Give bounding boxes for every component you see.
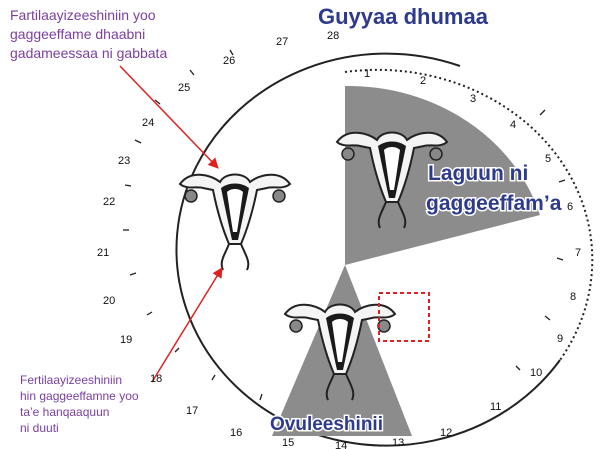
no-fertilization-label-line: Fertilaayizeeshiniin bbox=[20, 373, 122, 387]
day-number: 9 bbox=[557, 333, 563, 345]
day-number: 20 bbox=[103, 295, 115, 307]
diagram-title: Guyyaa dhumaa bbox=[318, 4, 489, 29]
bottom-left-arrow bbox=[152, 268, 222, 382]
day-number: 27 bbox=[276, 36, 288, 48]
no-fertilization-label-line: hin gaggeeffamne yoo bbox=[20, 389, 139, 403]
day-number: 8 bbox=[570, 291, 576, 303]
day-number: 17 bbox=[186, 405, 198, 417]
day-number: 11 bbox=[490, 401, 501, 413]
menstruation-label-line: Laguun ni bbox=[428, 162, 528, 185]
no-fertilization-label-line: ni duuti bbox=[20, 421, 59, 435]
day-number: 15 bbox=[282, 437, 294, 449]
day-number: 16 bbox=[230, 427, 242, 439]
day-number: 18 bbox=[150, 373, 162, 385]
day-number: 19 bbox=[120, 334, 132, 346]
day-number: 5 bbox=[545, 153, 551, 165]
day-number: 12 bbox=[440, 427, 452, 439]
uterus-icon bbox=[180, 175, 290, 271]
day-number: 7 bbox=[575, 247, 581, 259]
ovulation-label: Ovuleeshinii bbox=[270, 414, 383, 435]
day-number: 6 bbox=[567, 201, 573, 213]
day-number: 2 bbox=[420, 75, 426, 87]
day-number: 14 bbox=[335, 440, 347, 449]
day-number: 24 bbox=[142, 117, 154, 129]
fertilization-label-line: gadameessaa ni gabbata bbox=[10, 45, 167, 61]
day-number: 3 bbox=[470, 93, 476, 105]
fertilization-label: Fartilaayizeeshiniin yoo gaggeeffame dha… bbox=[10, 7, 167, 61]
fertilization-label-line: Fartilaayizeeshiniin yoo bbox=[10, 7, 156, 23]
menstruation-label-line: gaggeeffam’a bbox=[426, 192, 562, 215]
day-number: 21 bbox=[97, 247, 109, 259]
day-number: 1 bbox=[364, 68, 370, 80]
no-fertilization-label: Fertilaayizeeshiniin hin gaggeeffamne yo… bbox=[20, 373, 139, 435]
day-number: 25 bbox=[178, 82, 190, 94]
day-number: 22 bbox=[103, 196, 115, 208]
day-number: 26 bbox=[223, 55, 235, 67]
top-left-arrow bbox=[120, 66, 218, 168]
day-number: 4 bbox=[510, 119, 516, 131]
day-number: 10 bbox=[530, 367, 542, 379]
no-fertilization-label-line: ta’e hanqaaquun bbox=[20, 405, 109, 419]
day-number: 13 bbox=[392, 437, 404, 449]
day-number: 23 bbox=[118, 155, 130, 167]
fertilization-label-line: gaggeeffame dhaabni bbox=[10, 26, 145, 42]
day-number: 28 bbox=[327, 30, 339, 42]
